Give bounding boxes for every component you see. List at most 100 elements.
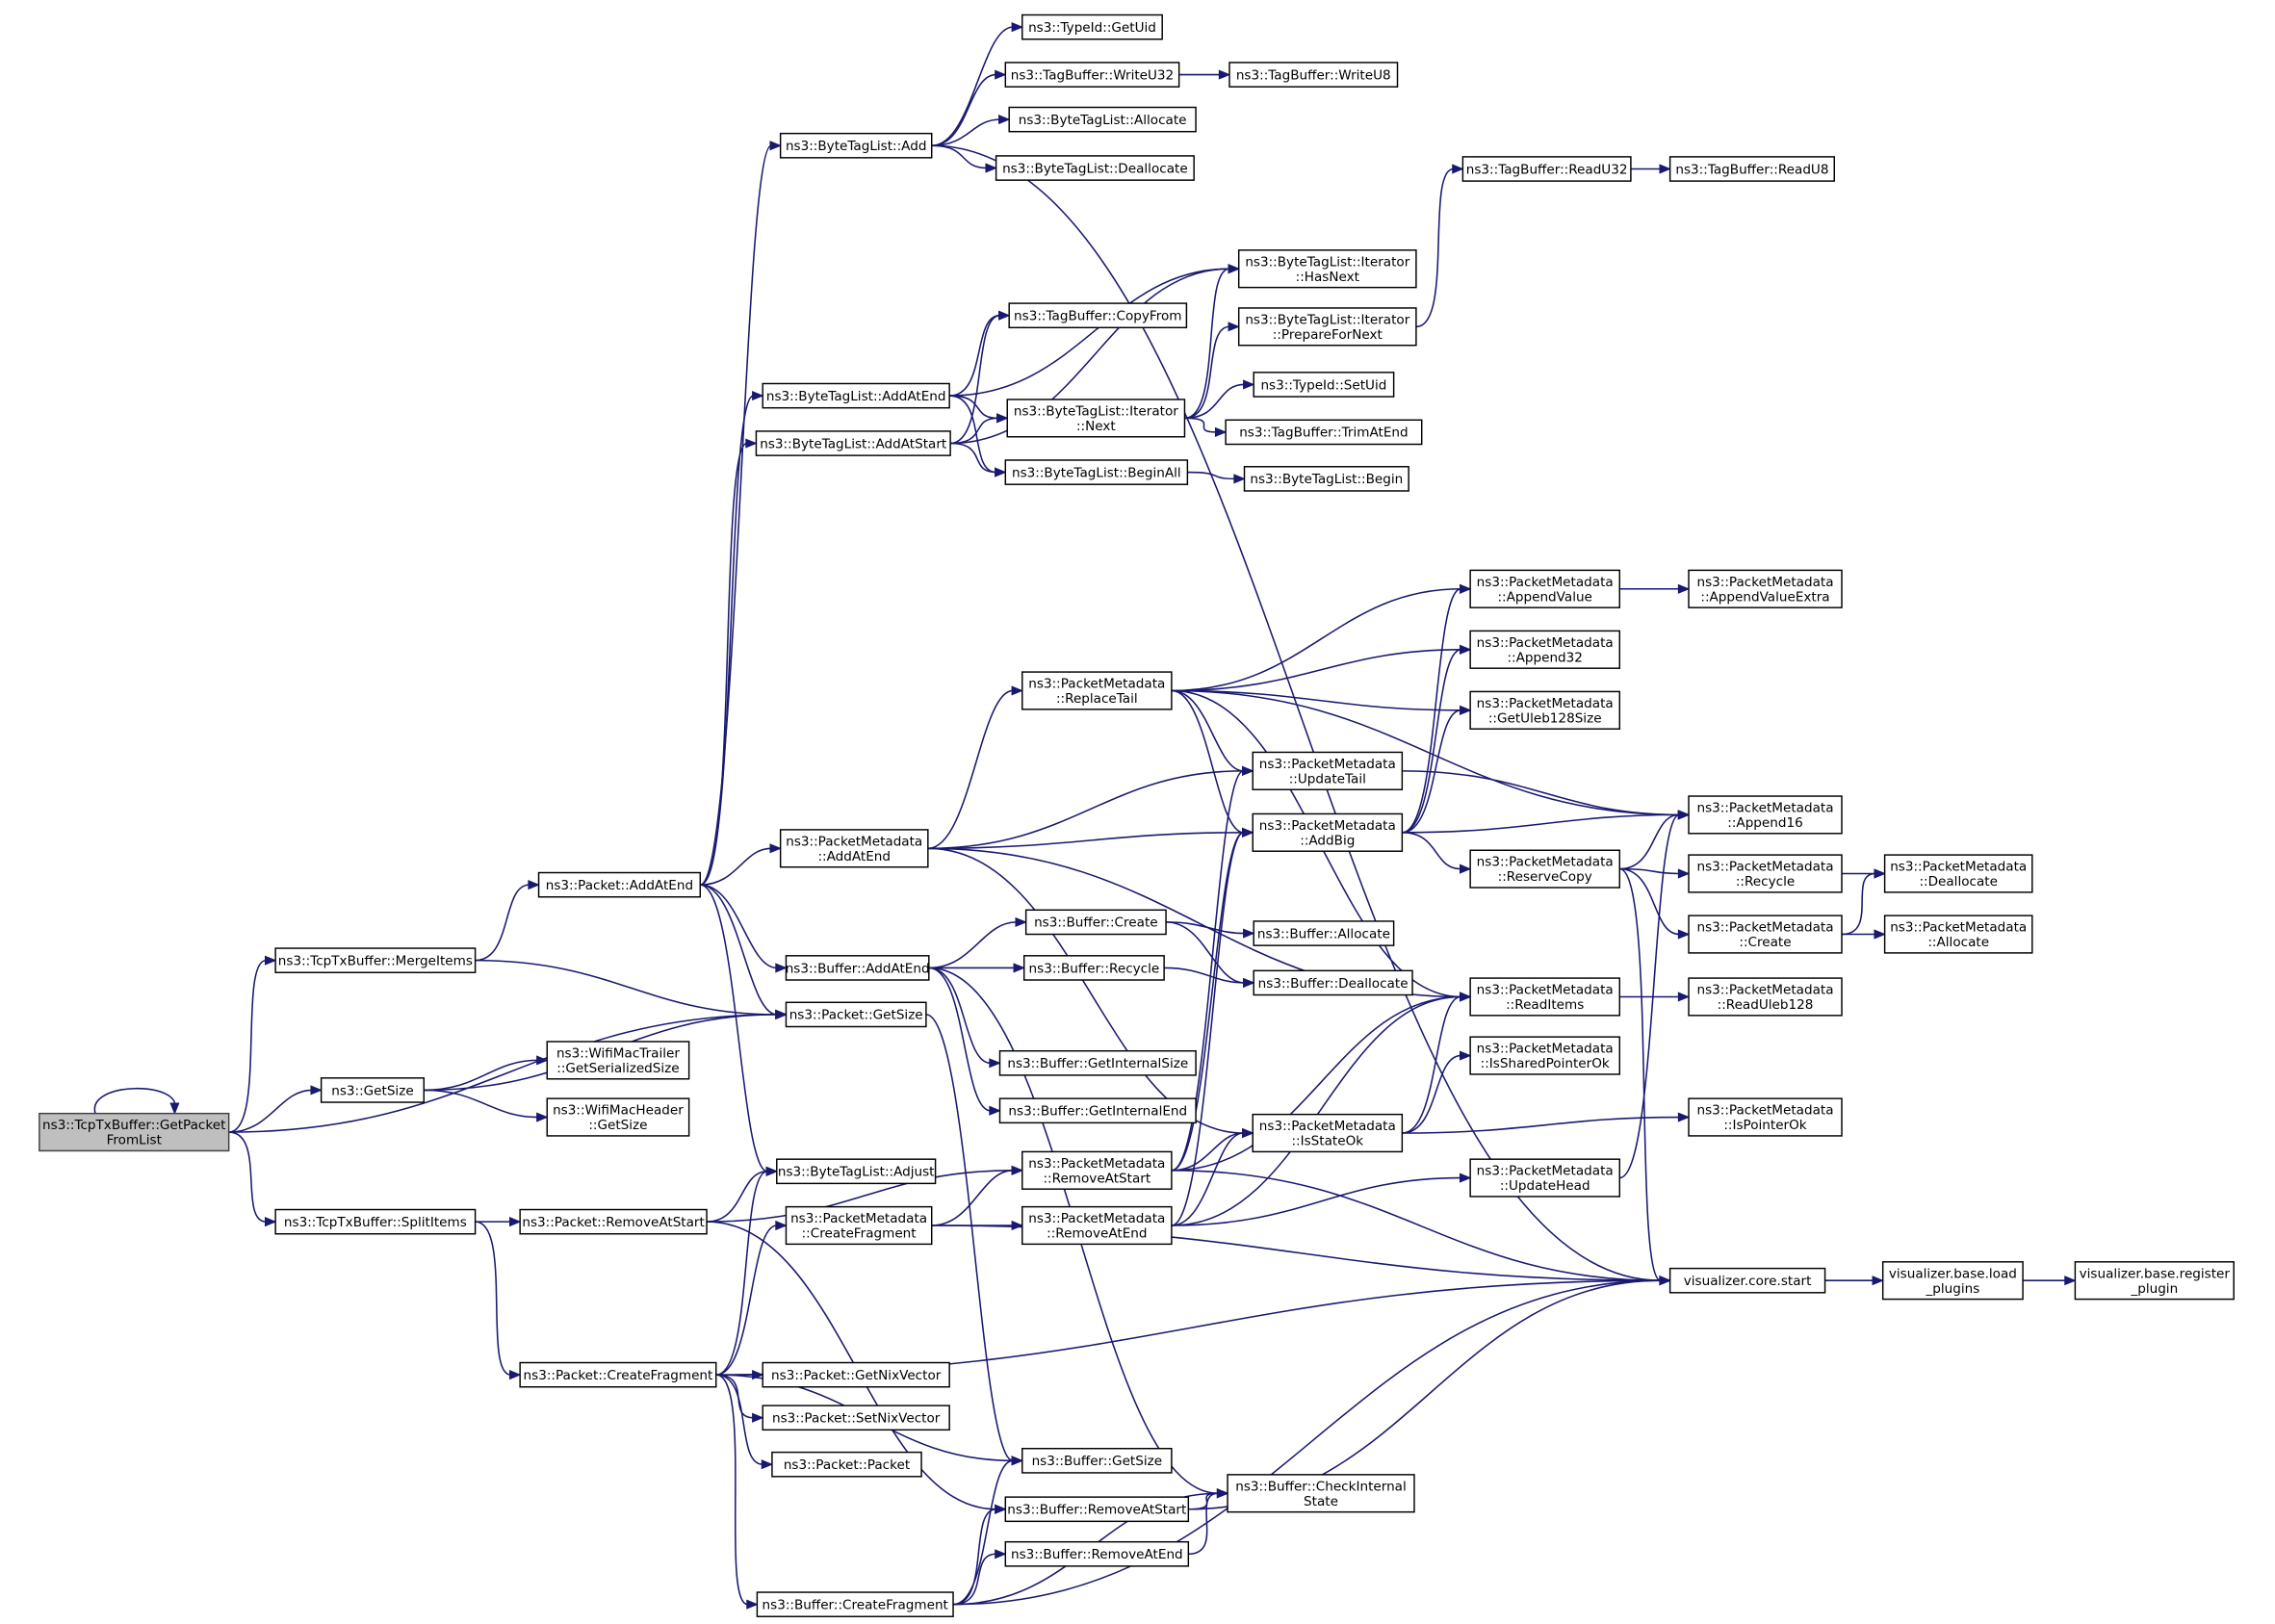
node-box (546, 1097, 690, 1137)
function-node-tid-getuid[interactable]: ns3::TypeId::GetUid (1021, 13, 1163, 40)
function-node-btl-allocate[interactable]: ns3::ByteTagList::Allocate (1008, 106, 1197, 133)
function-node-pm-appendvalue[interactable]: ns3::PacketMetadata::AppendValue (1469, 569, 1620, 608)
function-node-vis-core-start[interactable]: visualizer.core.start (1668, 1267, 1826, 1294)
function-node-pm-addatend[interactable]: ns3::PacketMetadata::AddAtEnd (779, 829, 929, 868)
function-node-tb-writeu32[interactable]: ns3::TagBuffer::WriteU32 (1004, 62, 1180, 88)
function-node-btl-begin[interactable]: ns3::ByteTagList::Begin (1243, 466, 1409, 492)
function-node-getsize-ns3[interactable]: ns3::GetSize (320, 1077, 426, 1103)
function-node-pm-readitems[interactable]: ns3::PacketMetadata::ReadItems (1469, 977, 1620, 1017)
call-edge-arrowhead (989, 1105, 1001, 1116)
call-edge-arrowhead (995, 1504, 1007, 1514)
function-node-pkt-getsize[interactable]: ns3::Packet::GetSize (785, 1001, 927, 1028)
function-node-btli-hasnext[interactable]: ns3::ByteTagList::Iterator::HasNext (1237, 249, 1417, 289)
function-node-pm-updatehead[interactable]: ns3::PacketMetadata::UpdateHead (1469, 1158, 1620, 1198)
call-edge-arrowhead (752, 1412, 764, 1423)
function-node-pm-appendvalueextra[interactable]: ns3::PacketMetadata::AppendValueExtra (1688, 569, 1843, 608)
function-node-pm-allocate[interactable]: ns3::PacketMetadata::Allocate (1883, 915, 2033, 954)
function-node-pm-create[interactable]: ns3::PacketMetadata::Create (1688, 915, 1843, 954)
function-node-btli-next[interactable]: ns3::ByteTagList::Iterator::Next (1006, 399, 1186, 438)
function-node-btl-addatstart[interactable]: ns3::ByteTagList::AddAtStart (755, 430, 951, 456)
function-node-buf-recycle[interactable]: ns3::Buffer::Recycle (1022, 955, 1165, 981)
function-node-pm-updatetail[interactable]: ns3::PacketMetadata::UpdateTail (1252, 751, 1404, 790)
function-node-tb-writeu8[interactable]: ns3::TagBuffer::WriteU8 (1228, 62, 1399, 88)
node-label: ns3::PacketMetadata (1697, 1103, 1834, 1119)
function-node-pm-deallocate[interactable]: ns3::PacketMetadata::Deallocate (1883, 854, 2033, 893)
function-node-buf-removeatstart[interactable]: ns3::Buffer::RemoveAtStart (1004, 1496, 1190, 1523)
node-label: ns3::TagBuffer::WriteU32 (1011, 67, 1174, 83)
function-node-btl-adjust[interactable]: ns3::ByteTagList::Adjust (776, 1158, 937, 1185)
function-node-buf-allocate[interactable]: ns3::Buffer::Allocate (1253, 920, 1395, 946)
node-box (1228, 62, 1399, 88)
node-box (274, 947, 477, 973)
call-edge (1184, 383, 1245, 420)
function-node-buf-deallocate[interactable]: ns3::Buffer::Deallocate (1253, 969, 1413, 996)
function-node-btl-beginall[interactable]: ns3::ByteTagList::BeginAll (1004, 459, 1189, 485)
function-node-pkt-addatend[interactable]: ns3::Packet::AddAtEnd (537, 871, 701, 898)
function-node-buf-removeatend[interactable]: ns3::Buffer::RemoveAtEnd (1004, 1540, 1190, 1567)
function-node-pm-getuleb128size[interactable]: ns3::PacketMetadata::GetUleb128Size (1469, 690, 1620, 730)
function-node-pm-addbig[interactable]: ns3::PacketMetadata::AddBig (1252, 812, 1404, 852)
function-node-buf-getinternalsize[interactable]: ns3::Buffer::GetInternalSize (998, 1049, 1197, 1076)
function-node-vis-base-register[interactable]: visualizer.base.register_plugin (2074, 1261, 2235, 1301)
function-node-tb-readu8[interactable]: ns3::TagBuffer::ReadU8 (1668, 156, 1835, 182)
function-node-pkt-getnixvector[interactable]: ns3::Packet::GetNixVector (762, 1361, 950, 1388)
call-edge (93, 1087, 176, 1114)
function-node-pm-issharedpointerok[interactable]: ns3::PacketMetadata::IsSharedPointerOk (1469, 1036, 1620, 1075)
function-node-tb-copyfrom[interactable]: ns3::TagBuffer::CopyFrom (1008, 302, 1188, 329)
function-node-pkt-createfragment[interactable]: ns3::Packet::CreateFragment (519, 1361, 717, 1388)
call-edge-arrowhead (1011, 22, 1024, 33)
function-node-buf-addatend[interactable]: ns3::Buffer::AddAtEnd (786, 955, 930, 981)
function-node-pkt-removeatstart[interactable]: ns3::Packet::RemoveAtStart (519, 1208, 708, 1235)
function-node-pm-readuleb128[interactable]: ns3::PacketMetadata::ReadUleb128 (1688, 977, 1843, 1017)
node-label: ::Recycle (1736, 874, 1795, 889)
call-edge (1171, 995, 1461, 1226)
function-node-pm-isstateok[interactable]: ns3::PacketMetadata::IsStateOk (1252, 1113, 1404, 1153)
node-label: ns3::PacketMetadata (1697, 920, 1834, 936)
function-node-splititems[interactable]: ns3::TcpTxBuffer::SplitItems (274, 1208, 477, 1235)
function-node-pkt-setnixvector[interactable]: ns3::Packet::SetNixVector (762, 1405, 950, 1431)
function-node-pm-removeatend[interactable]: ns3::PacketMetadata::RemoveAtEnd (1021, 1205, 1173, 1246)
call-edge-arrowhead (1218, 69, 1231, 80)
function-node-pm-replacetail[interactable]: ns3::PacketMetadata::ReplaceTail (1021, 671, 1173, 710)
function-node-buf-create[interactable]: ns3::Buffer::Create (1024, 909, 1167, 936)
function-node-btli-preparefornext[interactable]: ns3::ByteTagList::Iterator::PrepareForNe… (1237, 307, 1417, 347)
function-node-buf-createfragment[interactable]: ns3::Buffer::CreateFragment (756, 1591, 954, 1617)
function-node-pm-reservecopy[interactable]: ns3::PacketMetadata::ReserveCopy (1469, 849, 1620, 889)
node-label: ::Append32 (1507, 650, 1582, 665)
function-node-btl-addatend[interactable]: ns3::ByteTagList::AddAtEnd (762, 382, 950, 409)
call-edge (953, 1553, 996, 1606)
node-label: ns3::PacketMetadata (1890, 860, 2027, 875)
function-node-pm-removeatstart[interactable]: ns3::PacketMetadata::RemoveAtStart (1021, 1150, 1173, 1190)
function-node-pm-createfragment[interactable]: ns3::PacketMetadata::CreateFragment (785, 1205, 933, 1246)
function-node-buf-getsize[interactable]: ns3::Buffer::GetSize (1021, 1447, 1173, 1474)
function-node-mergeitems[interactable]: ns3::TcpTxBuffer::MergeItems (274, 947, 477, 973)
call-edge (949, 395, 996, 474)
function-node-pm-ispointerok[interactable]: ns3::PacketMetadata::IsPointerOk (1688, 1097, 1843, 1137)
function-node-trailer-size[interactable]: ns3::WifiMacTrailer::GetSerializedSize (546, 1041, 690, 1080)
node-label: ns3::Buffer::RemoveAtEnd (1011, 1547, 1183, 1562)
call-edge (931, 73, 996, 147)
function-node-btl-deallocate[interactable]: ns3::ByteTagList::Deallocate (995, 155, 1195, 181)
function-node-pm-recycle[interactable]: ns3::PacketMetadata::Recycle (1688, 854, 1843, 893)
function-node-pm-append16[interactable]: ns3::PacketMetadata::Append16 (1688, 795, 1843, 835)
node-box (1883, 915, 2033, 954)
function-node-tid-setuid[interactable]: ns3::TypeId::SetUid (1253, 372, 1395, 398)
function-node-tb-trimatend[interactable]: ns3::TagBuffer::TrimAtEnd (1225, 419, 1423, 446)
node-label: ns3::TagBuffer::ReadU32 (1466, 162, 1628, 177)
node-label: ns3::TcpTxBuffer::MergeItems (278, 954, 473, 969)
function-node-tb-readu32[interactable]: ns3::TagBuffer::ReadU32 (1461, 156, 1632, 182)
function-node-vis-base-load[interactable]: visualizer.base.load_plugins (1881, 1261, 2024, 1301)
function-node-buf-getinternalend[interactable]: ns3::Buffer::GetInternalEnd (998, 1097, 1197, 1124)
function-node-header-size[interactable]: ns3::WifiMacHeader::GetSize (546, 1097, 690, 1137)
node-label: ::GetUleb128Size (1488, 710, 1602, 726)
function-node-pm-append32[interactable]: ns3::PacketMetadata::Append32 (1469, 630, 1620, 669)
node-label: ns3::ByteTagList::Iterator (1245, 312, 1409, 327)
node-box (1225, 419, 1423, 446)
function-node-pkt-packet[interactable]: ns3::Packet::Packet (771, 1451, 922, 1478)
call-edge (700, 884, 777, 969)
function-node-btl-add[interactable]: ns3::ByteTagList::Add (779, 132, 933, 159)
call-edge (950, 442, 996, 474)
node-box (779, 132, 933, 159)
